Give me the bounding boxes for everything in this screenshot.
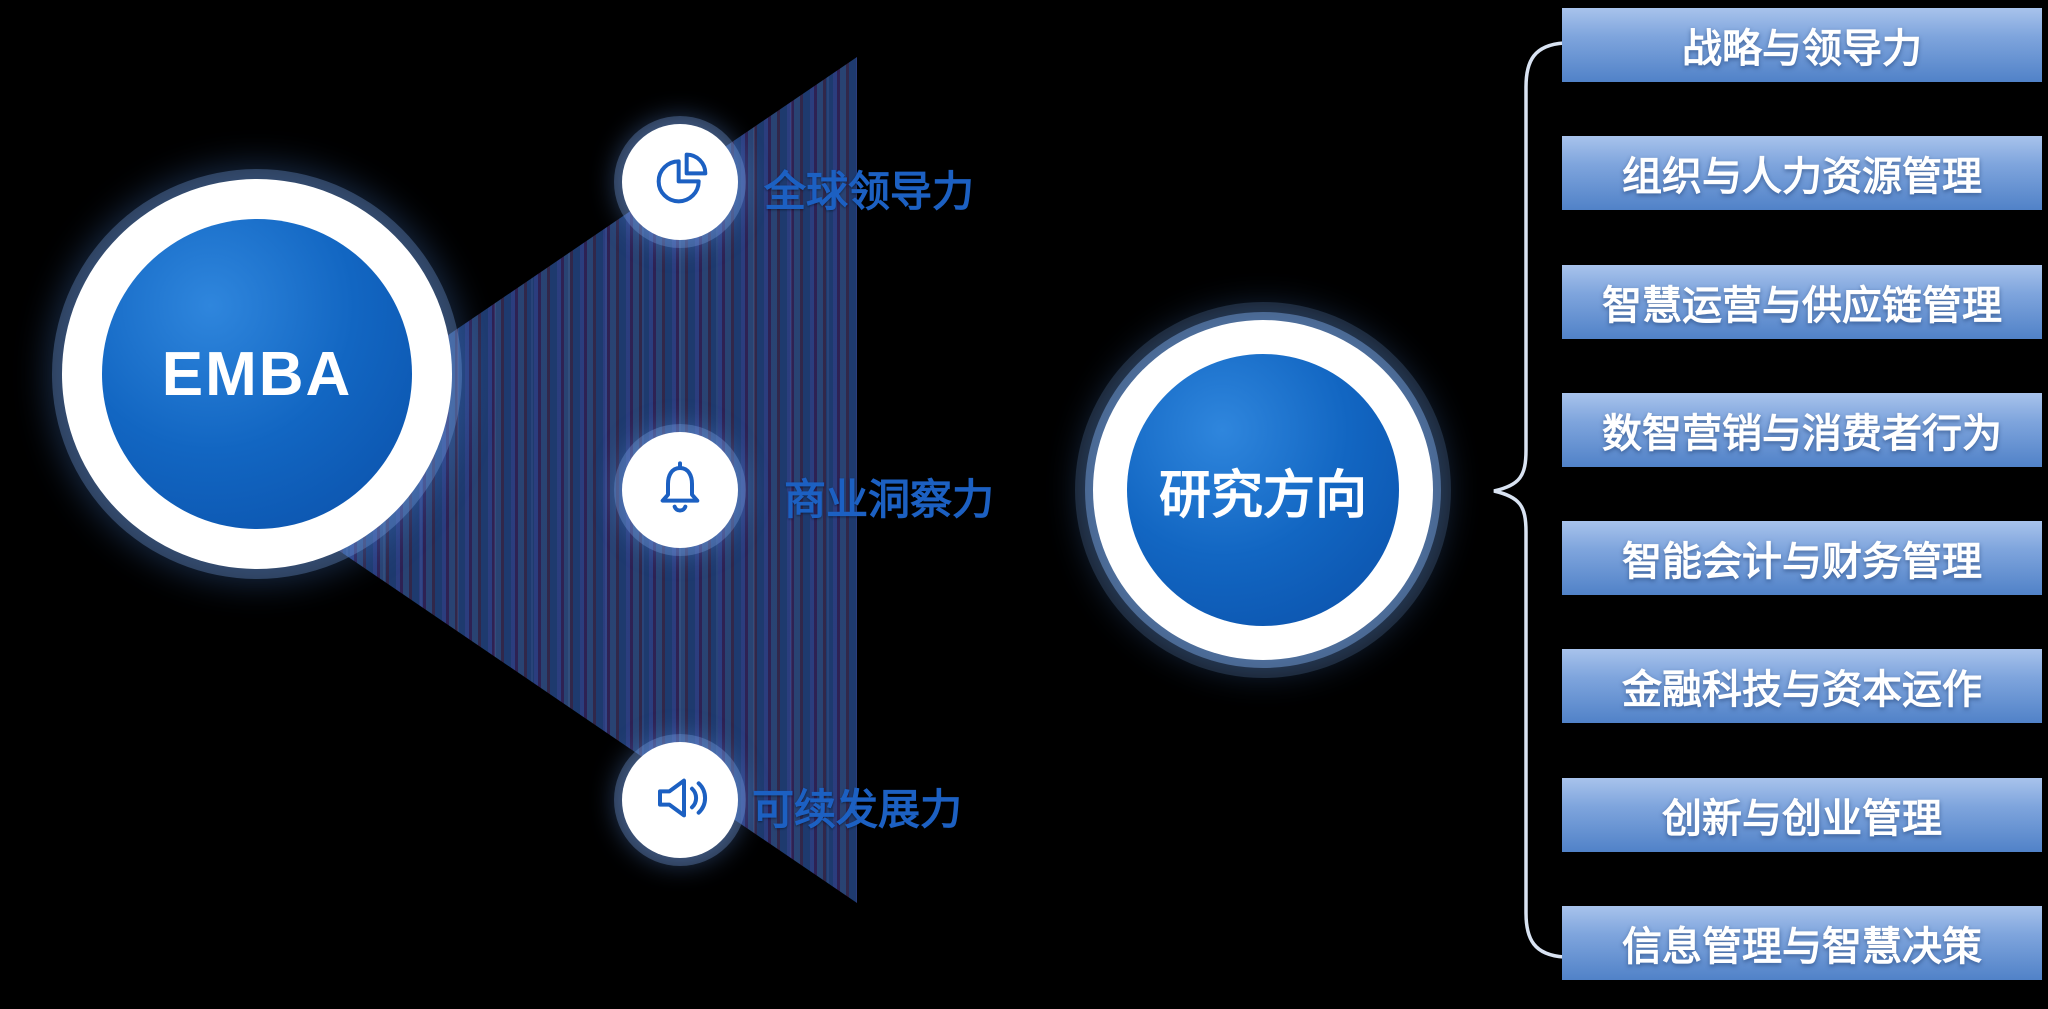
speaker-icon [648,766,712,835]
capability-item-sustainable-development [622,742,738,858]
direction-bar: 组织与人力资源管理 [1562,136,2042,211]
direction-bar: 智能会计与财务管理 [1562,521,2042,596]
direction-bar: 创新与创业管理 [1562,777,2042,852]
pie-chart-icon [648,148,712,217]
bracket-connector [1493,41,1566,959]
research-node: 研究方向 [1093,320,1433,660]
capability-label-global-leadership: 全球领导力 [764,168,975,215]
research-circle: 研究方向 [1127,354,1399,626]
direction-bar: 智慧运营与供应链管理 [1562,264,2042,339]
emba-circle: EMBA [102,219,412,529]
emba-label: EMBA [161,339,353,409]
direction-bar: 金融科技与资本运作 [1562,649,2042,724]
capability-label-sustainable-development: 可续发展力 [752,786,963,833]
direction-bar: 战略与领导力 [1562,8,2042,82]
research-label: 研究方向 [1158,466,1367,525]
direction-bar: 数智营销与消费者行为 [1562,392,2042,467]
bell-icon [648,456,712,525]
capability-label-business-insight: 商业洞察力 [784,476,995,523]
direction-list: 战略与领导力 组织与人力资源管理 智慧运营与供应链管理 数智营销与消费者行为 智… [1562,8,2042,980]
emba-node: EMBA [62,179,452,569]
direction-bar: 信息管理与智慧决策 [1562,905,2042,980]
capability-item-business-insight [622,432,738,548]
capability-item-global-leadership [622,124,738,240]
